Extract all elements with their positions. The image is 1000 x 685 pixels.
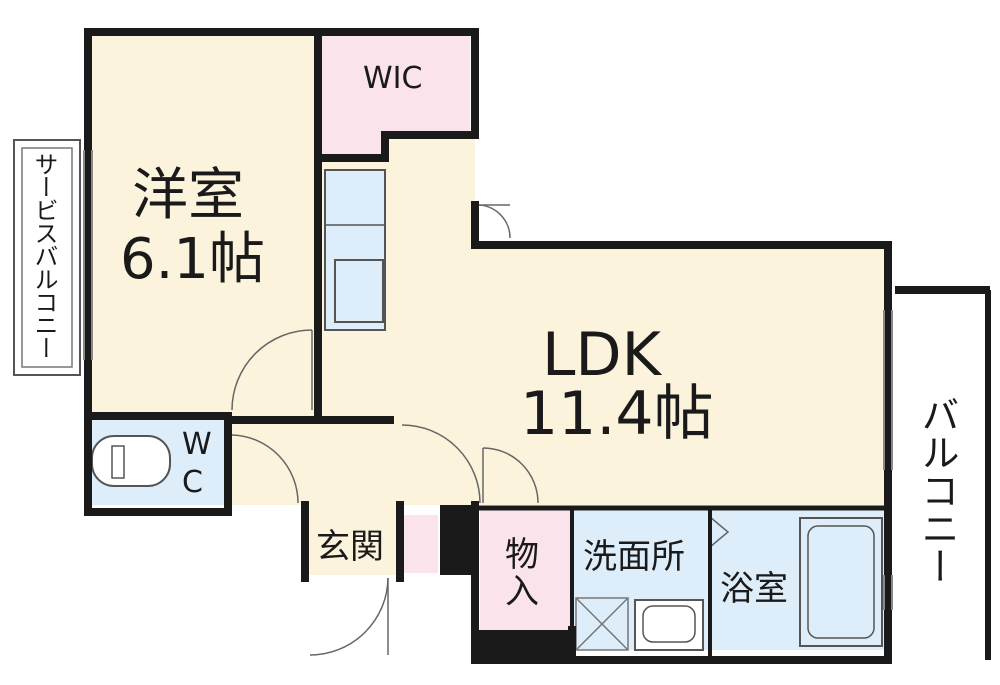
storage-label-2: 入 xyxy=(505,572,539,612)
ldk-size: 11.4帖 xyxy=(520,379,714,449)
entrance-floor xyxy=(305,505,400,575)
bathtub-fixture xyxy=(799,517,883,647)
entrance-label: 玄関 xyxy=(316,527,384,567)
ldk-floor xyxy=(318,135,888,505)
washer-pan xyxy=(575,597,629,651)
washroom-label: 洗面所 xyxy=(583,537,685,577)
shoe-cabinet xyxy=(400,515,438,573)
service-balcony-area xyxy=(13,139,81,376)
bathroom-label: 浴室 xyxy=(720,569,788,609)
balcony-label: バルコニー xyxy=(915,395,959,585)
balcony-area xyxy=(895,288,988,660)
kitchen-sink xyxy=(334,259,384,323)
wic-label: WIC xyxy=(363,61,423,96)
storage-floor xyxy=(480,510,572,630)
service-balcony-label: サービスバルコニー xyxy=(30,152,58,359)
storage-label-1: 物 xyxy=(505,535,539,575)
western-room-size: 6.1帖 xyxy=(120,227,266,292)
toilet-fixture xyxy=(91,435,171,487)
wc-label-w: W xyxy=(182,427,212,462)
wc-label-c: C xyxy=(182,465,203,500)
hall-floor xyxy=(228,420,403,505)
western-room-name: 洋室 xyxy=(132,163,244,228)
ldk-name: LDK xyxy=(542,320,661,390)
western-room-floor xyxy=(88,32,314,417)
